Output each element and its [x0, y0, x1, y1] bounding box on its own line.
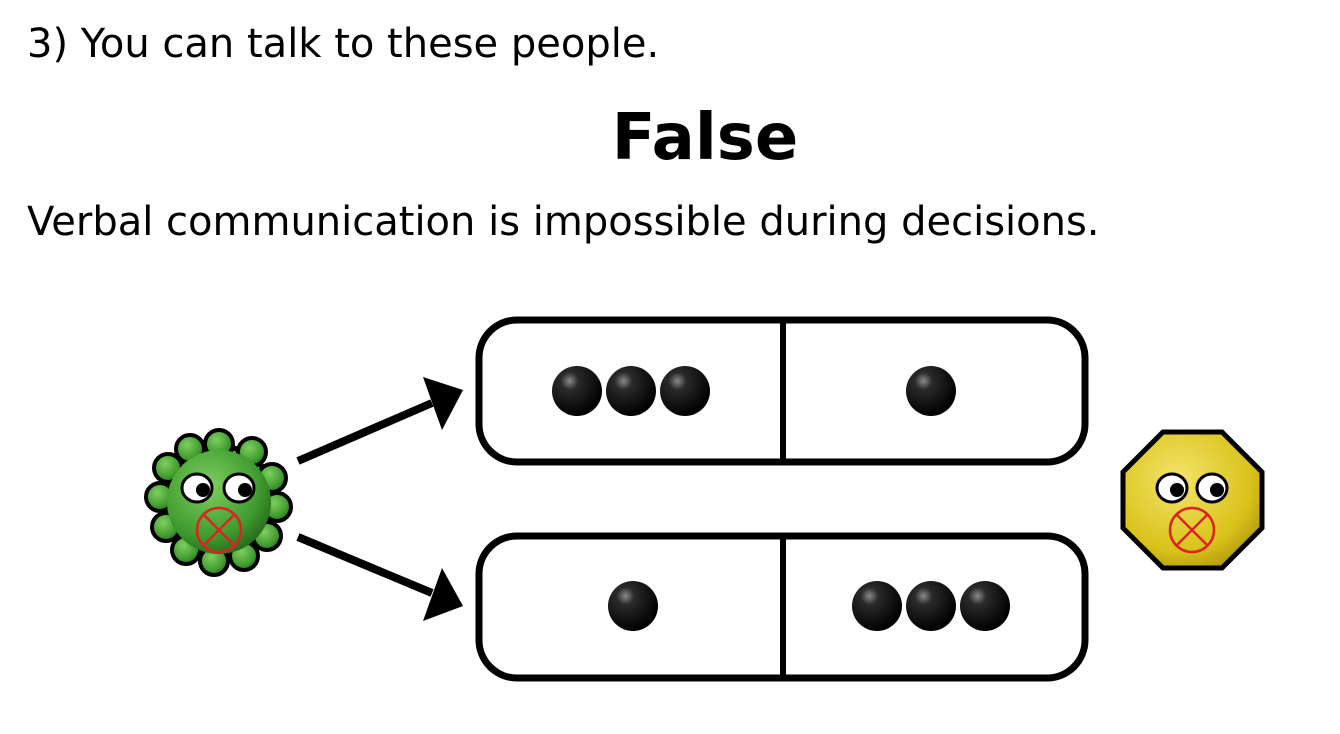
bottom-option-right-cell	[852, 581, 1010, 631]
answer-text: False	[611, 101, 799, 175]
top-option-left-cell	[552, 366, 710, 416]
dot	[906, 581, 956, 631]
dot	[960, 581, 1010, 631]
arrow-to-bottom-option	[296, 533, 463, 621]
dot	[906, 366, 956, 416]
bottom-option-box	[475, 532, 1089, 682]
question-text: 3) You can talk to these people.	[27, 21, 660, 67]
dot	[606, 366, 656, 416]
dot	[852, 581, 902, 631]
top-option-box	[475, 316, 1089, 466]
bottom-option-left-cell	[608, 581, 658, 631]
yellow-player-muted-mouth-icon	[1168, 506, 1216, 554]
top-option-right-cell	[906, 366, 956, 416]
green-player-muted-mouth-icon	[195, 506, 243, 554]
arrow-to-top-option	[296, 377, 463, 465]
explanation-text: Verbal communication is impossible durin…	[27, 199, 1100, 245]
green-player-icon	[144, 428, 293, 577]
dot	[608, 581, 658, 631]
dot	[552, 366, 602, 416]
yellow-player-icon	[1120, 429, 1265, 571]
dot	[660, 366, 710, 416]
